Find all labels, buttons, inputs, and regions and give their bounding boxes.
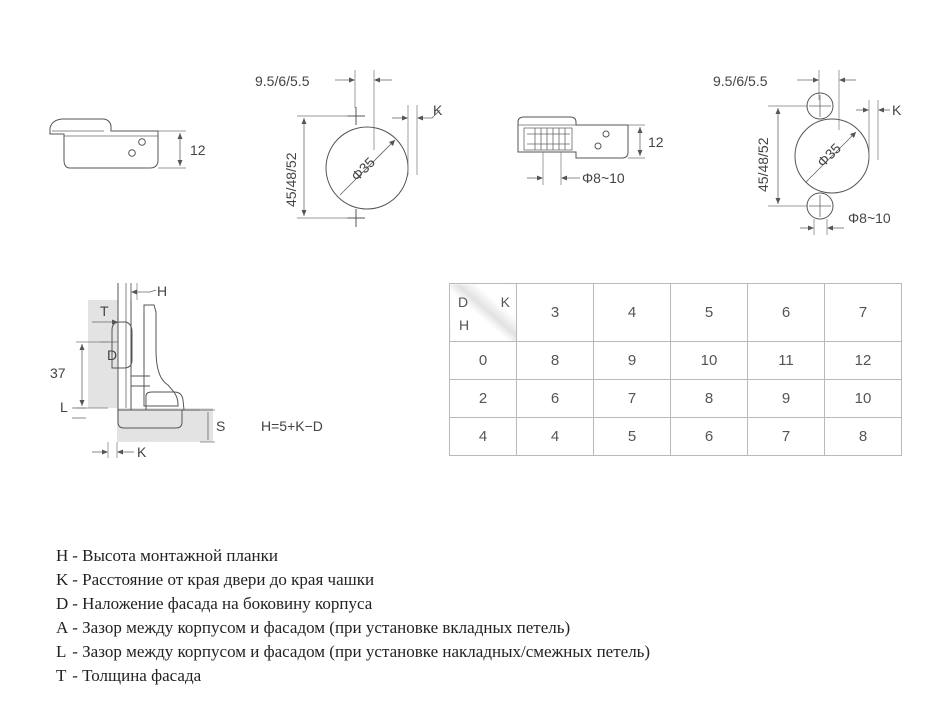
legend-item-k: K - Расстояние от края двери до края чаш… bbox=[56, 568, 650, 592]
table-header-cell: 5 bbox=[670, 283, 748, 342]
table-cell: 8 bbox=[670, 379, 748, 418]
label-k-section: K bbox=[137, 444, 147, 460]
dim-k-far: K bbox=[892, 102, 902, 118]
hinge-body-side-view: 12 Φ8~10 bbox=[517, 116, 664, 186]
dim-vertical-mid: 45/48/52 bbox=[283, 152, 299, 207]
dim-k-mid: K bbox=[433, 102, 443, 118]
table-header-cell: 6 bbox=[747, 283, 825, 342]
label-t: T bbox=[100, 303, 109, 319]
overlay-table: D K H 3 4 5 6 7 0 8 9 10 11 12 2 6 7 8 9… bbox=[449, 283, 902, 456]
legend-text: - Зазор между корпусом и фасадом (при ус… bbox=[68, 642, 651, 661]
table-header-row: D K H 3 4 5 6 7 bbox=[449, 283, 902, 342]
legend-symbol: D bbox=[56, 594, 69, 613]
dim-vertical-far: 45/48/52 bbox=[755, 137, 771, 192]
plate-hole-icon bbox=[138, 138, 146, 146]
table-header-cell: 4 bbox=[593, 283, 671, 342]
table-cell: 8 bbox=[516, 341, 594, 380]
cup-top-view: 9.5/6/5.5 Φ35 45/48/52 K bbox=[255, 70, 443, 227]
table-cell: 9 bbox=[747, 379, 825, 418]
legend-symbol: A bbox=[56, 618, 69, 637]
table-header-cell: 3 bbox=[516, 283, 594, 342]
table-cell: 7 bbox=[747, 417, 825, 456]
table-header-cell: 7 bbox=[824, 283, 902, 342]
table-row: 0 8 9 10 11 12 bbox=[449, 341, 902, 380]
table-cell: 7 bbox=[593, 379, 671, 418]
table-cell: 6 bbox=[516, 379, 594, 418]
cup-dowel-top-view: 9.5/6/5.5 Φ35 45/48/52 K Φ8~10 bbox=[713, 70, 902, 235]
table-cell: 6 bbox=[670, 417, 748, 456]
table-corner-cell: D K H bbox=[449, 283, 517, 342]
door-panel-shade bbox=[88, 300, 118, 408]
label-l: L bbox=[60, 399, 68, 415]
legend-symbol: K bbox=[56, 570, 69, 589]
table-cell: 12 bbox=[824, 341, 902, 380]
legend-symbol: L bbox=[56, 642, 67, 661]
legend-symbol: T bbox=[56, 666, 67, 685]
hinge-hole-icon bbox=[602, 130, 610, 138]
legend-item-d: D - Наложение фасада на боковину корпуса bbox=[56, 592, 650, 616]
legend-item-h: H - Высота монтажной планки bbox=[56, 544, 650, 568]
dim-offset-mid: 9.5/6/5.5 bbox=[255, 73, 310, 89]
table-row: 2 6 7 8 9 10 bbox=[449, 379, 902, 418]
table-cell: 11 bbox=[747, 341, 825, 380]
table-cell: 4 bbox=[516, 417, 594, 456]
table-row-h: 2 bbox=[449, 379, 517, 418]
mounting-plate-side-view: 12 bbox=[49, 118, 206, 169]
formula: H=5+K−D bbox=[261, 418, 323, 434]
legend-item-t: T - Толщина фасада bbox=[56, 664, 650, 688]
table-cell: 8 bbox=[824, 417, 902, 456]
table-row-h: 4 bbox=[449, 417, 517, 456]
label-37: 37 bbox=[50, 365, 66, 381]
hinge-hole-icon bbox=[594, 142, 602, 150]
legend-text: - Наложение фасада на боковину корпуса bbox=[68, 594, 373, 613]
hinge-cross-section: H T D 37 L S K H=5+K−D bbox=[50, 283, 323, 460]
table-row: 4 4 5 6 7 8 bbox=[449, 417, 902, 456]
dim-offset-far: 9.5/6/5.5 bbox=[713, 73, 768, 89]
legend-text: - Толщина фасада bbox=[68, 666, 202, 685]
corner-label-d: D bbox=[458, 294, 469, 310]
corner-label-h: H bbox=[459, 317, 470, 333]
dim-cup-far: Φ35 bbox=[814, 140, 844, 170]
label-d: D bbox=[107, 347, 117, 363]
corner-label-k: K bbox=[500, 294, 510, 310]
table-cell: 10 bbox=[670, 341, 748, 380]
screw-cross-icon bbox=[347, 107, 365, 125]
legend-text: - Расстояние от края двери до края чашки bbox=[68, 570, 375, 589]
label-s: S bbox=[216, 418, 225, 434]
screw-cross-icon bbox=[347, 209, 365, 227]
legend-symbol: H bbox=[56, 546, 69, 565]
table-cell: 5 bbox=[593, 417, 671, 456]
dim-cup-mid: Φ35 bbox=[348, 154, 378, 184]
legend-text: - Зазор между корпусом и фасадом (при ус… bbox=[68, 618, 571, 637]
legend-item-l: L - Зазор между корпусом и фасадом (при … bbox=[56, 640, 650, 664]
legend-text: - Высота монтажной планки bbox=[68, 546, 278, 565]
table-cell: 9 bbox=[593, 341, 671, 380]
table-row-h: 0 bbox=[449, 341, 517, 380]
plate-hole-icon bbox=[128, 149, 136, 157]
label-h: H bbox=[157, 283, 167, 299]
dim-hole-right: Φ8~10 bbox=[582, 170, 625, 186]
dim-12-right: 12 bbox=[648, 134, 664, 150]
dim-hole-far: Φ8~10 bbox=[848, 210, 891, 226]
legend-item-a: A - Зазор между корпусом и фасадом (при … bbox=[56, 616, 650, 640]
dim-12-left: 12 bbox=[190, 142, 206, 158]
cabinet-side-shade bbox=[117, 408, 213, 442]
table-cell: 10 bbox=[824, 379, 902, 418]
legend: H - Высота монтажной планки K - Расстоян… bbox=[56, 544, 650, 688]
